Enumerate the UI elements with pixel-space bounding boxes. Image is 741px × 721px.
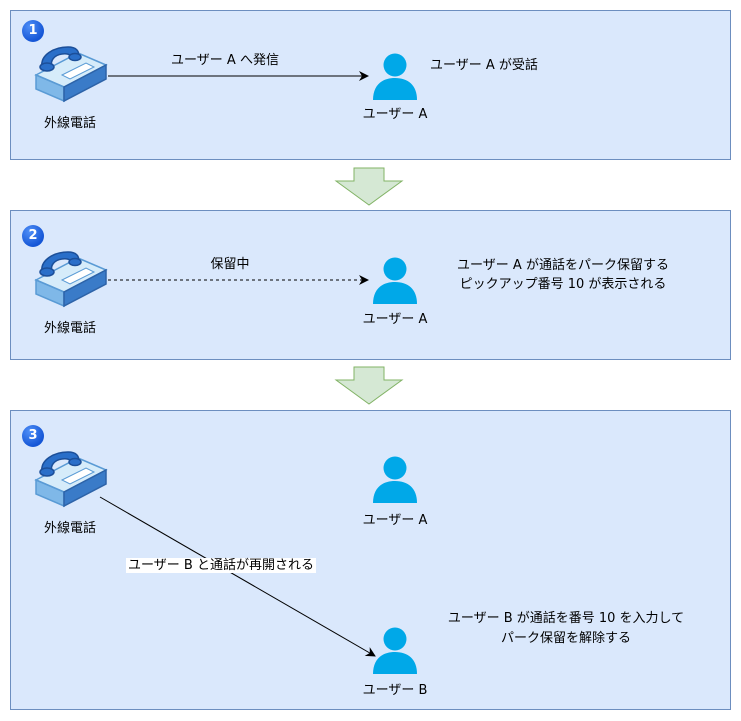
down-arrow-icon [334,167,404,206]
step-2-panel [10,210,731,360]
call-arrow-label: ユーザー A へ発信 [171,53,279,68]
phone-icon [32,45,108,105]
step-2-badge: 2 [22,225,44,247]
user-a-label: ユーザー A [362,107,428,122]
user-b-label: ユーザー B [362,683,428,698]
step-3-note-line-1: ユーザー B が通話を番号 10 を入力して [447,611,685,626]
user-icon [371,52,419,100]
step-1-panel [10,10,731,160]
resume-arrow-text: ユーザー B と通話が再開される [126,558,316,573]
phone-label: 外線電話 [43,521,96,536]
step-2-note-line-1: ユーザー A が通話をパーク保留する [457,258,669,273]
step-2-note-line-2: ピックアップ番号 10 が表示される [459,277,667,292]
resume-arrow-label: ユーザー B と通話が再開される [108,558,334,574]
down-arrow-icon [334,366,404,405]
phone-label: 外線電話 [43,116,96,131]
hold-arrow-label: 保留中 [210,257,250,272]
step-3-badge: 3 [22,425,44,447]
user-icon [371,455,419,503]
step-1-badge: 1 [22,20,44,42]
user-icon [371,256,419,304]
step-3-note-line-2: パーク保留を解除する [500,631,631,646]
user-a-label: ユーザー A [362,513,428,528]
phone-icon [32,450,108,510]
user-icon [371,626,419,674]
phone-label: 外線電話 [43,321,96,336]
user-a-label: ユーザー A [362,312,428,327]
phone-icon [32,250,108,310]
step-1-note: ユーザー A が受話 [430,58,538,73]
